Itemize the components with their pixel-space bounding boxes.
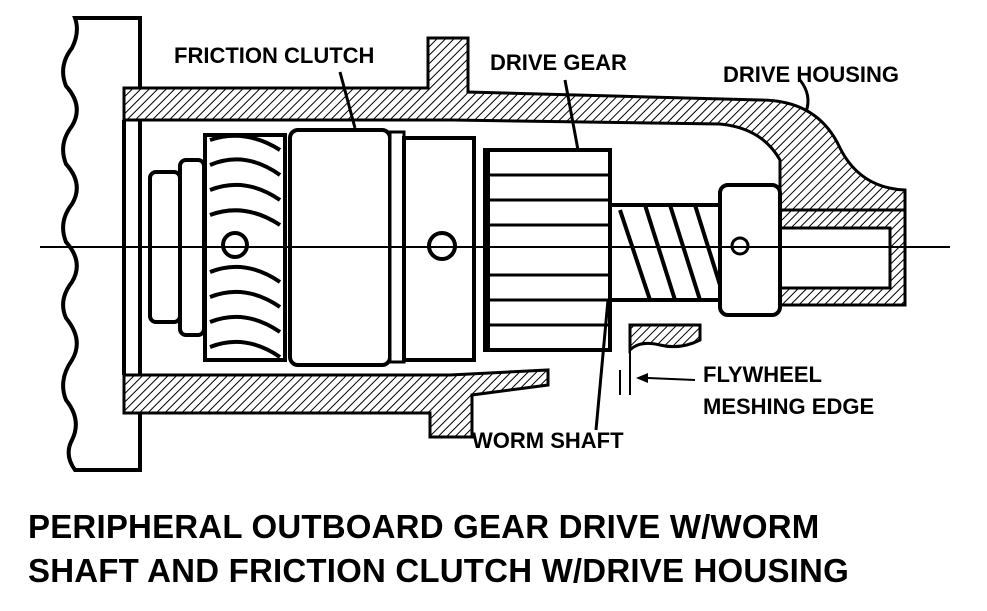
starter-drive-drawing: FRICTION CLUTCH DRIVE GEAR DRIVE HOUSING… xyxy=(40,16,950,472)
caption-line-1: PERIPHERAL OUTBOARD GEAR DRIVE W/WORM xyxy=(28,508,820,545)
caption-line-2: SHAFT AND FRICTION CLUTCH W/DRIVE HOUSIN… xyxy=(28,552,849,589)
drive-gear xyxy=(483,148,612,352)
label-friction-clutch: FRICTION CLUTCH xyxy=(174,43,374,68)
worm-shaft xyxy=(608,203,722,302)
label-drive-gear: DRIVE GEAR xyxy=(490,50,627,75)
engine-flange xyxy=(61,16,142,472)
nose-shaft xyxy=(778,226,892,290)
label-meshing-edge: MESHING EDGE xyxy=(703,394,874,419)
flywheel-edge xyxy=(628,323,702,354)
label-worm-shaft: WORM SHAFT xyxy=(472,428,624,453)
label-drive-housing: DRIVE HOUSING xyxy=(723,62,899,87)
drive-housing-top xyxy=(122,36,907,212)
label-flywheel: FLYWHEEL xyxy=(703,362,822,387)
drive-housing-bottom xyxy=(122,368,550,439)
shaft-collar xyxy=(718,183,782,317)
